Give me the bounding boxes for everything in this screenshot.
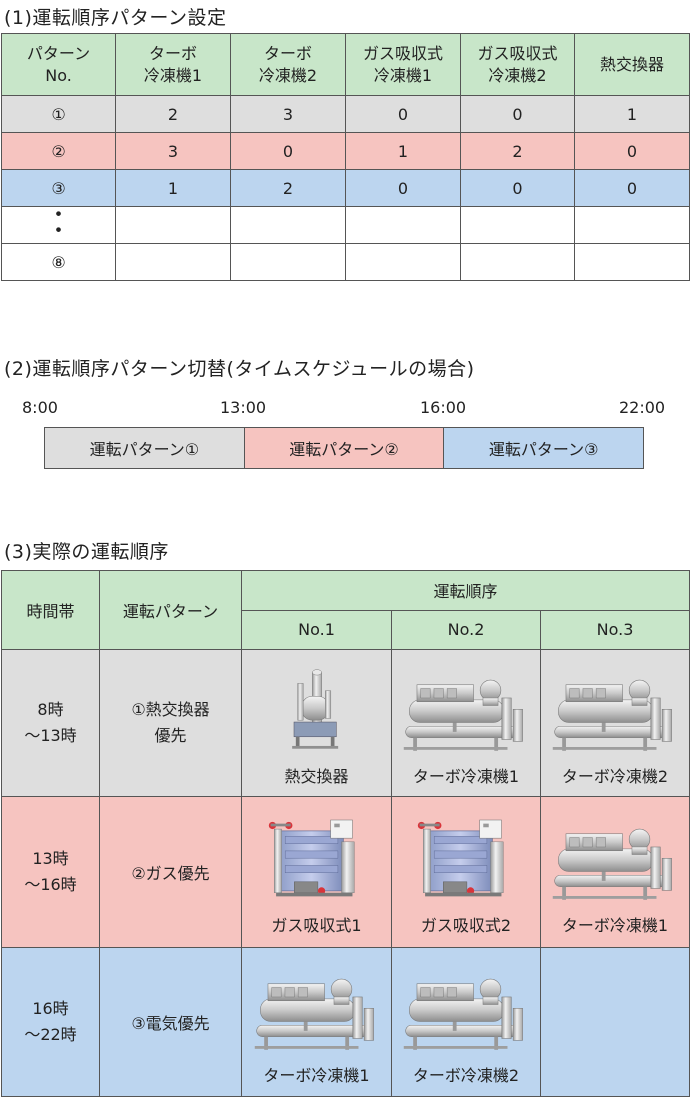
- cell: 0: [345, 95, 461, 133]
- unit-label: ターボ冷凍機1: [412, 767, 520, 786]
- section2-title: (2)運転順序パターン切替(タイムスケジュールの場合): [4, 358, 475, 380]
- time-cell: 16時～22時: [1, 947, 100, 1097]
- cell: [345, 206, 461, 244]
- cell: 0: [460, 169, 575, 207]
- cell: [230, 243, 346, 281]
- pattern-label: ①: [1, 95, 116, 133]
- unit-cell-empty: [540, 947, 690, 1097]
- unit-cell: ターボ冷凍機1: [241, 947, 392, 1097]
- cell: [345, 243, 461, 281]
- table-header-row: 時間帯 運転パターン 運転順序: [1, 570, 690, 650]
- header-no2: No.2: [391, 609, 541, 650]
- gas-absorption-chiller-icon: [416, 814, 516, 906]
- section3-title: (3)実際の運転順序: [4, 541, 169, 563]
- pattern-label: ③: [1, 169, 116, 207]
- unit-cell: ターボ冷凍機1: [540, 796, 690, 948]
- cell: 2: [230, 169, 346, 207]
- header-heat-exchanger: 熱交換器: [574, 33, 690, 96]
- cell: 1: [345, 132, 461, 170]
- unit-label: ターボ冷凍機1: [263, 1066, 370, 1085]
- unit-cell: ターボ冷凍機2: [391, 947, 541, 1097]
- header-pattern: 運転パターン: [99, 570, 242, 650]
- table-row: ③ 1 2 0 0 0: [1, 169, 690, 207]
- cell: [574, 206, 690, 244]
- unit-label: ターボ冷凍機1: [561, 916, 669, 935]
- unit-label: ターボ冷凍機2: [412, 1066, 520, 1085]
- pattern-cell: ③電気優先: [99, 947, 242, 1097]
- cell: [460, 243, 575, 281]
- timeline-segment-2: 運転パターン②: [244, 428, 445, 468]
- time-cell: 8時～13時: [1, 649, 100, 797]
- cell: [230, 206, 346, 244]
- ellipsis-label: ・・: [1, 205, 116, 244]
- cell: [574, 243, 690, 281]
- unit-cell: ガス吸収式2: [391, 796, 541, 948]
- turbo-chiller-icon: [549, 820, 681, 906]
- unit-label: ガス吸収式2: [420, 916, 512, 935]
- cell: 0: [460, 95, 575, 133]
- pattern-cell: ②ガス優先: [99, 796, 242, 948]
- turbo-chiller-icon: [400, 671, 532, 757]
- header-gas1: ガス吸収式冷凍機1: [345, 33, 461, 96]
- actual-order-table: 時間帯 運転パターン 運転順序 No.1 No.2 No.3 8時～13時 ①熱…: [1, 570, 690, 1097]
- timeline-segment-3: 運転パターン③: [444, 428, 644, 468]
- section1-title: (1)運転順序パターン設定: [4, 7, 227, 29]
- unit-cell: 熱交換器: [241, 649, 392, 797]
- time-label-1300: 13:00: [220, 398, 267, 417]
- cell: 2: [460, 132, 575, 170]
- schedule-timeline: 運転パターン① 運転パターン② 運転パターン③: [44, 427, 644, 469]
- turbo-chiller-icon: [549, 671, 681, 757]
- header-no1: No.1: [241, 609, 392, 650]
- turbo-chiller-icon: [251, 970, 383, 1056]
- cell: [115, 206, 231, 244]
- header-order: 運転順序: [241, 570, 690, 611]
- time-cell: 13時～16時: [1, 796, 100, 948]
- table-row: 13時～16時 ②ガス優先 ガス吸収式1 ガス吸収式2 ターボ冷凍機1: [1, 796, 690, 948]
- cell: [460, 206, 575, 244]
- time-label-1600: 16:00: [420, 398, 467, 417]
- table-row: ・・: [1, 205, 690, 244]
- cell: [115, 243, 231, 281]
- table-row: ② 3 0 1 2 0: [1, 132, 690, 170]
- table-header-row: No.1 No.2 No.3: [2, 609, 690, 650]
- gas-absorption-chiller-icon: [267, 814, 367, 906]
- cell: 1: [115, 169, 231, 207]
- cell: 0: [574, 132, 690, 170]
- pattern-label: ⑧: [1, 243, 116, 281]
- time-label-end: 22:00: [619, 398, 666, 417]
- unit-label: ガス吸収式1: [271, 916, 362, 935]
- table-row: 8時～13時 ①熱交換器優先 熱交換器 ターボ冷凍機1 ターボ冷凍機2: [1, 649, 690, 797]
- header-gas2: ガス吸収式冷凍機2: [460, 33, 575, 96]
- header-turbo1: ターボ冷凍機1: [115, 33, 231, 96]
- unit-cell: ターボ冷凍機1: [391, 649, 541, 797]
- unit-label: 熱交換器: [284, 767, 349, 786]
- cell: 3: [115, 132, 231, 170]
- cell: 0: [345, 169, 461, 207]
- header-time: 時間帯: [1, 570, 100, 650]
- table-row: ① 2 3 0 0 1: [1, 95, 690, 133]
- unit-label: ターボ冷凍機2: [561, 767, 669, 786]
- cell: 2: [115, 95, 231, 133]
- cell: 1: [574, 95, 690, 133]
- unit-cell: ガス吸収式1: [241, 796, 392, 948]
- turbo-chiller-icon: [400, 970, 532, 1056]
- table-row: 16時～22時 ③電気優先 ターボ冷凍機1 ターボ冷凍機2: [1, 947, 690, 1097]
- time-label-start: 8:00: [22, 398, 58, 417]
- header-turbo2: ターボ冷凍機2: [230, 33, 346, 96]
- pattern-label: ②: [1, 132, 116, 170]
- cell: 3: [230, 95, 346, 133]
- unit-cell: ターボ冷凍機2: [540, 649, 690, 797]
- header-no3: No.3: [540, 609, 690, 650]
- timeline-segment-1: 運転パターン①: [45, 428, 245, 468]
- heat-exchanger-icon: [282, 665, 352, 757]
- pattern-cell: ①熱交換器優先: [99, 649, 242, 797]
- table-row: ⑧: [1, 243, 690, 281]
- cell: 0: [230, 132, 346, 170]
- cell: 0: [574, 169, 690, 207]
